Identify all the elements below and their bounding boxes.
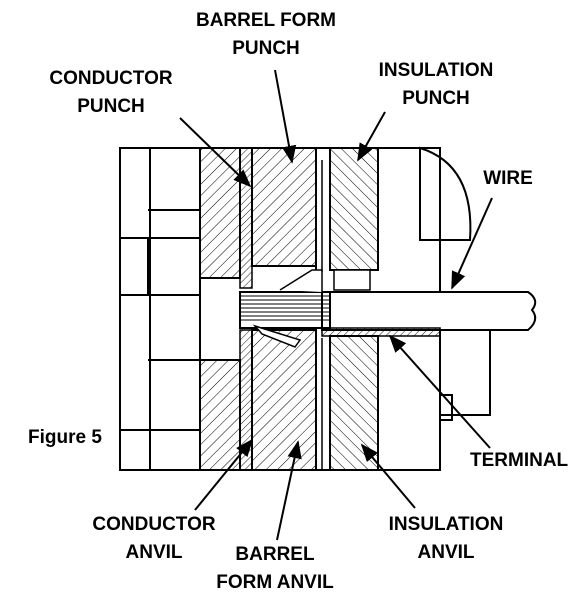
- insulation-anvil: [329, 335, 379, 471]
- leader-lines: [179, 69, 493, 541]
- label-insulation-anvil-line2: ANVIL: [418, 542, 475, 563]
- label-insulation-anvil-line1: INSULATION: [389, 514, 504, 535]
- label-wire: WIRE: [483, 168, 533, 189]
- insulation-punch: [329, 147, 379, 291]
- label-insulation-punch-line1: INSULATION: [379, 60, 494, 81]
- barrel-form-punch: [251, 147, 323, 272]
- label-conductor-punch-line1: CONDUCTOR: [49, 68, 172, 89]
- conductor-anvil: [199, 329, 253, 471]
- label-conductor-anvil-line1: CONDUCTOR: [92, 514, 215, 535]
- conductor-punch: [199, 147, 253, 289]
- label-terminal: TERMINAL: [470, 450, 569, 471]
- label-conductor-punch-line2: PUNCH: [77, 96, 145, 117]
- barrel-form-anvil: [251, 329, 323, 471]
- label-insulation-punch-line2: PUNCH: [402, 88, 470, 109]
- wire-strands: [240, 295, 330, 321]
- terminal: [252, 269, 441, 348]
- figure-label: Figure 5: [28, 427, 102, 448]
- label-barrel-form-punch-line2: PUNCH: [232, 38, 300, 59]
- label-barrel-form-anvil-line1: BARREL: [235, 544, 315, 565]
- label-barrel-form-anvil-line2: FORM ANVIL: [216, 572, 334, 593]
- wire: [239, 291, 537, 331]
- label-barrel-form-punch-line1: BARREL FORM: [196, 10, 336, 31]
- label-conductor-anvil-line2: ANVIL: [126, 542, 183, 563]
- labels: BARREL FORM PUNCH CONDUCTOR PUNCH INSULA…: [28, 10, 569, 593]
